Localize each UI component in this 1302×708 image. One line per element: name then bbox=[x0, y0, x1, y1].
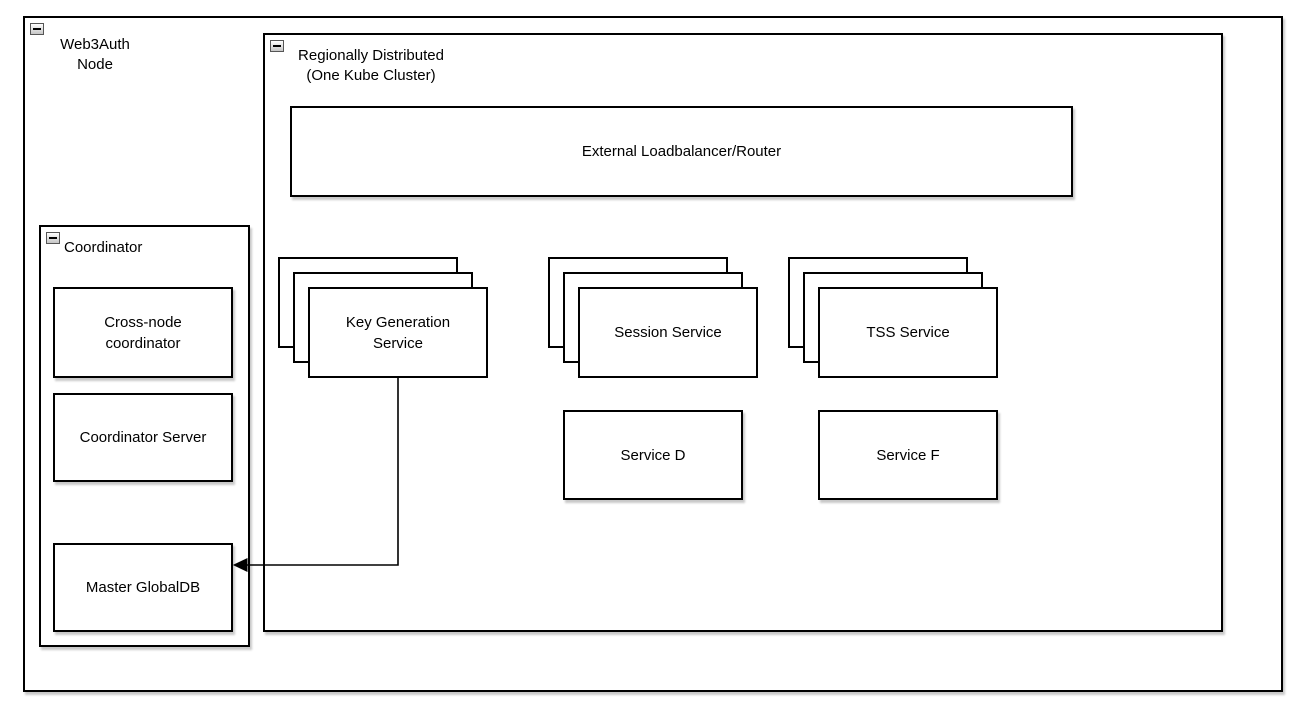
node-master-globaldb[interactable]: Master GlobalDB bbox=[53, 543, 233, 632]
node-external-loadbalancer-label: External Loadbalancer/Router bbox=[581, 143, 782, 160]
node-session-service[interactable]: Session Service bbox=[578, 287, 758, 378]
node-service-f[interactable]: Service F bbox=[818, 410, 998, 500]
group-web3auth-node[interactable]: Web3Auth Node Coordinator Cross-node coo… bbox=[23, 16, 1283, 692]
group-regionally-distributed[interactable]: Regionally Distributed (One Kube Cluster… bbox=[263, 33, 1223, 632]
node-master-globaldb-label: Master GlobalDB bbox=[85, 579, 201, 596]
node-key-generation-service-label: Key Generation Service bbox=[345, 313, 451, 352]
group-web3auth-node-label: Web3Auth Node bbox=[60, 36, 130, 73]
group-regionally-distributed-label: Regionally Distributed (One Kube Cluster… bbox=[298, 47, 444, 84]
group-coordinator[interactable]: Coordinator Cross-node coordinator Coord… bbox=[39, 225, 250, 647]
node-service-d[interactable]: Service D bbox=[563, 410, 743, 500]
group-coordinator-label: Coordinator bbox=[64, 239, 143, 256]
node-session-service-label: Session Service bbox=[614, 324, 722, 341]
stack-tss-service[interactable]: TSS Service bbox=[788, 257, 998, 378]
node-service-d-label: Service D bbox=[620, 446, 686, 464]
node-cross-node-coordinator-label: Cross-node coordinator bbox=[104, 313, 182, 352]
node-key-generation-service[interactable]: Key Generation Service bbox=[308, 287, 488, 378]
node-external-loadbalancer[interactable]: External Loadbalancer/Router bbox=[290, 106, 1073, 197]
node-tss-service-label: TSS Service bbox=[866, 324, 950, 341]
collapse-icon[interactable] bbox=[30, 23, 44, 35]
collapse-icon[interactable] bbox=[46, 232, 60, 244]
collapse-icon[interactable] bbox=[270, 40, 284, 52]
node-coordinator-server[interactable]: Coordinator Server bbox=[53, 393, 233, 482]
node-coordinator-server-label: Coordinator Server bbox=[79, 429, 207, 446]
node-tss-service[interactable]: TSS Service bbox=[818, 287, 998, 378]
stack-key-generation-service[interactable]: Key Generation Service bbox=[278, 257, 488, 378]
node-cross-node-coordinator[interactable]: Cross-node coordinator bbox=[53, 287, 233, 378]
node-service-f-label: Service F bbox=[876, 446, 940, 464]
stack-session-service[interactable]: Session Service bbox=[548, 257, 758, 378]
